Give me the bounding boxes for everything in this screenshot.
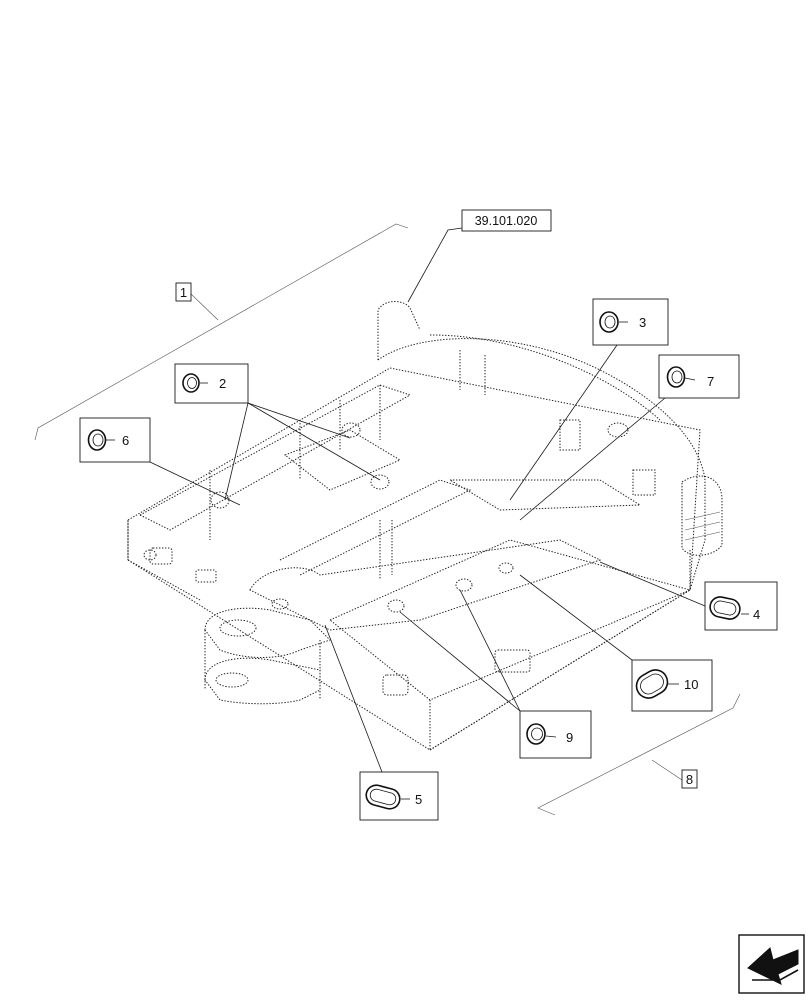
callout-7-number: 7: [707, 374, 714, 389]
grommet-icon: [182, 373, 200, 393]
grommet-icon: [666, 366, 686, 388]
callout-2[interactable]: 2: [174, 363, 249, 404]
callout-10[interactable]: 10: [631, 659, 713, 712]
reference-label[interactable]: 39.101.020: [461, 209, 552, 232]
assembly-bracket-1: [34, 223, 409, 441]
callout-3[interactable]: 3: [592, 298, 669, 346]
assembly-label-8[interactable]: 8: [681, 769, 698, 789]
leader-lines: [149, 227, 706, 773]
callout-10-number: 10: [684, 677, 698, 692]
oval-grommet-icon: [635, 669, 669, 699]
callout-6-number: 6: [122, 433, 129, 448]
arrow-back-icon[interactable]: [738, 934, 805, 994]
grommet-icon: [599, 311, 619, 333]
oval-grommet-icon: [709, 596, 741, 620]
assembly-label-1-text: 1: [180, 285, 187, 300]
callout-9-number: 9: [566, 730, 573, 745]
oval-grommet-icon: [365, 784, 401, 810]
callout-6[interactable]: 6: [79, 417, 151, 463]
callout-9[interactable]: 9: [519, 710, 592, 759]
grommet-icon: [526, 723, 546, 745]
assembly-label-8-text: 8: [686, 772, 693, 787]
reference-label-text: 39.101.020: [475, 214, 538, 228]
callout-5-number: 5: [415, 792, 422, 807]
callout-2-number: 2: [219, 376, 226, 391]
callout-7[interactable]: 7: [658, 354, 740, 399]
callout-3-number: 3: [639, 315, 646, 330]
callout-5[interactable]: 5: [359, 771, 439, 821]
callout-4-number: 4: [753, 607, 760, 622]
callout-4[interactable]: 4: [704, 581, 778, 631]
frame-drawing: [127, 301, 723, 751]
grommet-icon: [87, 429, 107, 451]
assembly-label-1[interactable]: 1: [175, 282, 192, 302]
assembly-bracket-8: [537, 693, 741, 816]
